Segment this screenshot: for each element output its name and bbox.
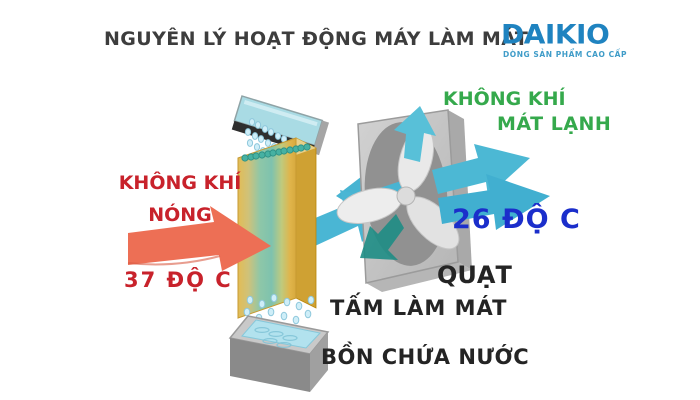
cold-air-label-line2: MÁT LẠNH (497, 113, 612, 135)
exhaust-fan (336, 109, 472, 292)
cool-air-out-arrows (394, 106, 550, 230)
page-title: NGUYÊN LÝ HOẠT ĐỘNG MÁY LÀM MÁT (104, 28, 529, 50)
cooling-pad (237, 137, 317, 319)
brand-tagline: DÒNG SẢN PHẨM CAO CẤP (503, 50, 628, 59)
cooling-pad-label: TẤM LÀM MÁT (330, 296, 508, 320)
hot-air-label: KHÔNG KHÍ NÓNG (114, 167, 246, 231)
water-tank (228, 315, 330, 392)
water-tank-label: BỒN CHỨA NƯỚC (321, 345, 530, 369)
fan-label: QUẠT (437, 261, 512, 289)
hot-air-label-line2: NÓNG (148, 204, 212, 226)
cold-air-label-line1: KHÔNG KHÍ (443, 88, 566, 110)
hot-temperature-label: 37 ĐỘ C (124, 268, 233, 292)
hot-air-arrow (127, 206, 271, 271)
daikio-logo: DAIKIO (501, 18, 610, 51)
hot-air-label-line1: KHÔNG KHÍ (118, 172, 242, 194)
cold-temperature-label: 26 ĐỘ C (452, 204, 581, 235)
